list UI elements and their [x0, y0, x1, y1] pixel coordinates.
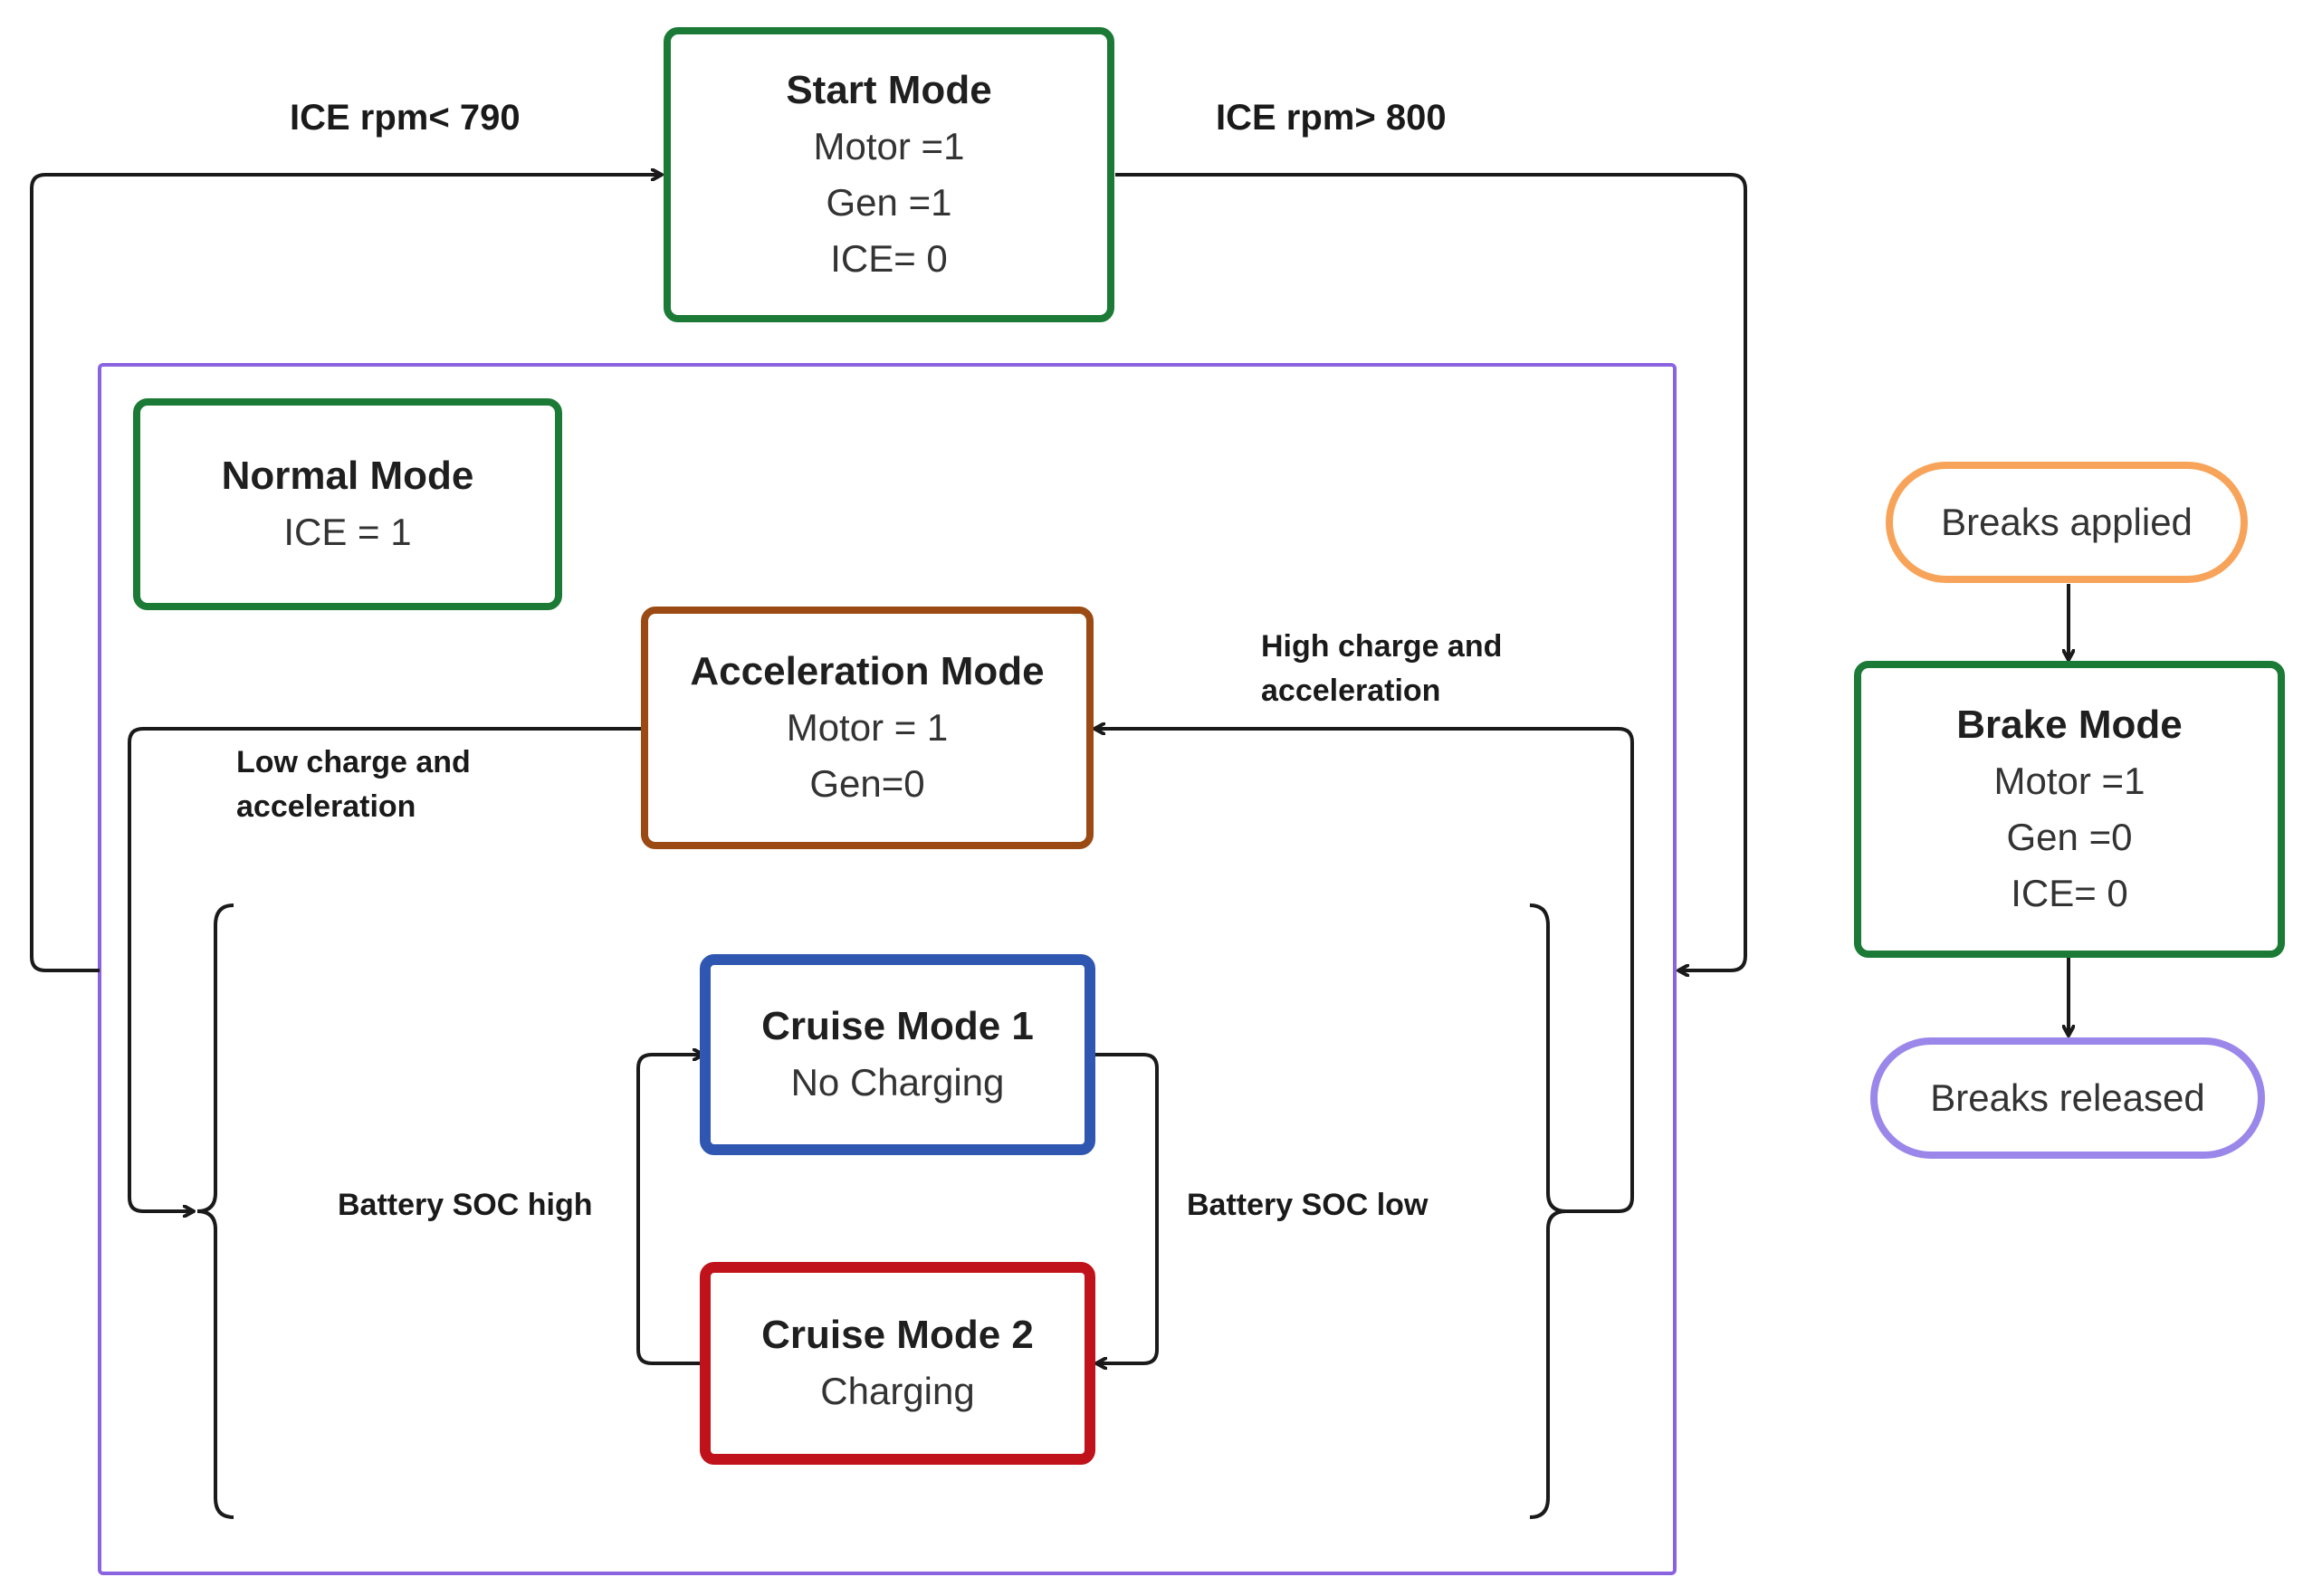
acceleration-mode-title: Acceleration Mode: [690, 649, 1045, 693]
cruise-mode-2-node: Cruise Mode 2 Charging: [700, 1262, 1095, 1465]
edge-to-start-mode: [30, 175, 661, 972]
left-brace: [196, 903, 234, 1519]
brake-mode-line-1: Motor =1: [1993, 760, 2145, 802]
start-mode-line-2: Gen =1: [826, 181, 952, 224]
label-high-charge-acceleration: High charge and acceleration: [1261, 629, 1503, 708]
brake-mode-line-3: ICE= 0: [2011, 872, 2128, 914]
label-ice-rpm-800: ICE rpm> 800: [1216, 98, 1447, 138]
normal-mode-title: Normal Mode: [221, 454, 474, 498]
breaks-released-node: Breaks released: [1870, 1037, 2265, 1159]
label-battery-soc-low: Battery SOC low: [1187, 1188, 1429, 1222]
cruise-mode-2-title: Cruise Mode 2: [761, 1313, 1034, 1357]
edge-low-charge-acceleration: [128, 727, 643, 1211]
label-low-charge-acceleration: Low charge and acceleration: [236, 745, 471, 824]
normal-mode-node: Normal Mode ICE = 1: [133, 398, 562, 610]
acceleration-mode-node: Acceleration Mode Motor = 1 Gen=0: [641, 607, 1094, 849]
right-brace: [1529, 903, 1567, 1519]
start-mode-title: Start Mode: [786, 68, 992, 112]
edge-from-start-mode: [1115, 173, 1747, 970]
start-mode-line-1: Motor =1: [813, 125, 965, 167]
cruise-mode-1-node: Cruise Mode 1 No Charging: [700, 954, 1095, 1155]
breaks-applied-node: Breaks applied: [1886, 462, 2248, 583]
normal-mode-line-1: ICE = 1: [283, 511, 412, 553]
edge-soc-low: [1095, 1053, 1159, 1363]
start-mode-node: Start Mode Motor =1 Gen =1 ICE= 0: [664, 27, 1114, 322]
cruise-mode-2-line-1: Charging: [820, 1370, 975, 1412]
start-mode-line-3: ICE= 0: [830, 237, 948, 280]
edge-high-charge-acceleration: [1095, 729, 1634, 1213]
label-battery-soc-high: Battery SOC high: [338, 1188, 593, 1222]
acceleration-mode-line-1: Motor = 1: [786, 706, 949, 749]
acceleration-mode-line-2: Gen=0: [809, 762, 925, 805]
brake-mode-title: Brake Mode: [1956, 702, 2183, 747]
edge-soc-high: [636, 1055, 702, 1365]
label-ice-rpm-790: ICE rpm< 790: [290, 98, 521, 138]
cruise-mode-1-title: Cruise Mode 1: [761, 1004, 1034, 1048]
brake-mode-line-2: Gen =0: [2006, 816, 2133, 858]
brake-mode-node: Brake Mode Motor =1 Gen =0 ICE= 0: [1854, 661, 2285, 958]
cruise-mode-1-line-1: No Charging: [790, 1061, 1005, 1104]
